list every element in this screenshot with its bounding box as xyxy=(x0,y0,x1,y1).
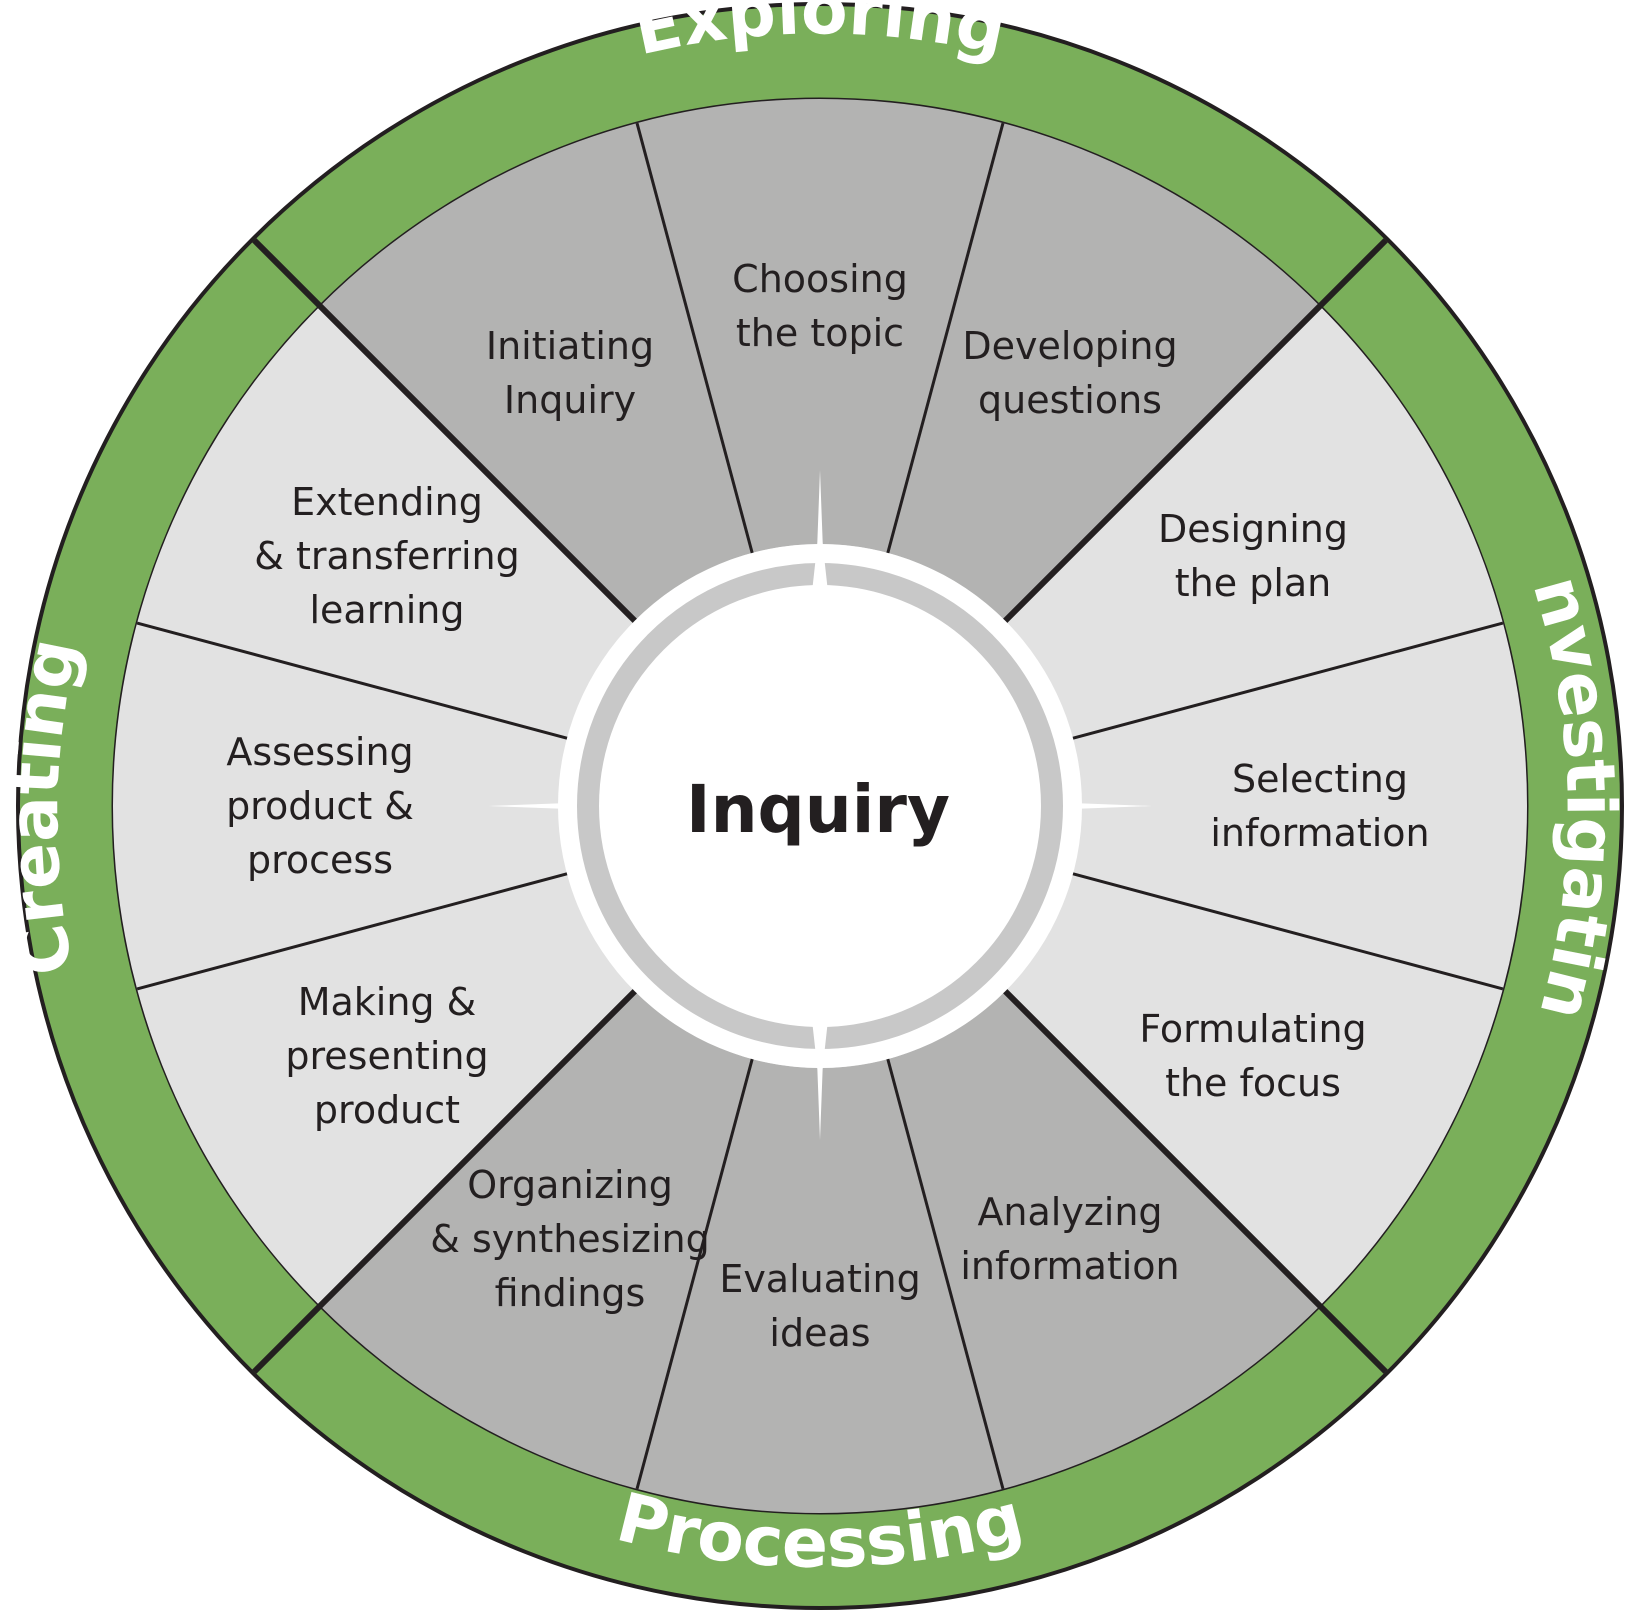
segment-label-line: the plan xyxy=(1175,561,1332,605)
segment-developing-questions xyxy=(887,123,1320,621)
segment-label-line: Extending xyxy=(291,480,483,524)
segment-divider-line xyxy=(878,1029,1005,1490)
segment-label-line: Inquiry xyxy=(504,378,636,422)
segment-label-line: Initiating xyxy=(486,324,654,368)
phase-divider-line xyxy=(981,238,1388,645)
segment-label-line: Choosing xyxy=(732,257,908,301)
compass-point-south xyxy=(810,992,830,1092)
segment-divider-line xyxy=(635,122,762,583)
segment-label-line: ideas xyxy=(769,1311,870,1355)
hub-center xyxy=(612,598,1028,1014)
segment-label-designing-the-plan: Designing the plan xyxy=(1158,507,1348,605)
segment-label-evaluating-ideas: Evaluating ideas xyxy=(719,1257,920,1355)
segment-label-formulating-the-focus: Formulating the focus xyxy=(1139,1007,1366,1105)
segment-label-making-presenting: Making & presenting product xyxy=(285,980,488,1132)
dividers-layer xyxy=(136,122,1504,1490)
phase-dividers-layer xyxy=(252,238,1388,1374)
segment-label-line: presenting xyxy=(285,1034,488,1078)
segment-label-assessing-product: Assessing product & process xyxy=(226,730,414,882)
segment-label-line: Designing xyxy=(1158,507,1348,551)
segment-label-organizing-synthesizing: Organizing & synthesizing findings xyxy=(430,1163,710,1315)
segment-label-line: process xyxy=(247,838,393,882)
segment-labels-layer: Choosing the topic Developing questionsDesi… xyxy=(226,257,1430,1355)
segment-label-selecting-information: Selecting information xyxy=(1210,757,1429,855)
segment-divider-line xyxy=(1043,864,1504,991)
phase-divider-line xyxy=(981,967,1388,1374)
segment-divider-line xyxy=(878,122,1005,583)
segment-label-line: & transferring xyxy=(254,534,520,578)
segment-label-line: product & xyxy=(226,784,414,828)
segment-label-line: Selecting xyxy=(1232,757,1408,801)
segment-making-presenting xyxy=(137,873,635,1306)
segment-divider-line xyxy=(1043,621,1504,748)
segment-analyzing-information xyxy=(887,991,1320,1489)
phase-divider-line xyxy=(252,238,659,645)
segment-formulating-the-focus xyxy=(1005,873,1503,1306)
segment-label-line: product xyxy=(314,1088,460,1132)
segment-divider-line xyxy=(635,1029,762,1490)
segment-initiating-inquiry xyxy=(320,123,753,621)
phase-divider-line xyxy=(252,967,659,1374)
segment-evaluating-ideas xyxy=(637,1059,1003,1513)
segment-choosing-the-topic xyxy=(637,98,1003,553)
segment-label-developing-questions: Developing questions xyxy=(962,324,1177,422)
segment-label-line: Developing xyxy=(962,324,1177,368)
segment-label-line: the focus xyxy=(1165,1061,1341,1105)
segment-label-line: Assessing xyxy=(226,730,413,774)
segment-designing-the-plan xyxy=(1005,306,1503,739)
center-title: Inquiry xyxy=(686,771,950,848)
segment-label-line: the topic xyxy=(736,311,904,355)
segment-label-analyzing-information: Analyzing information xyxy=(960,1190,1179,1288)
segments-layer xyxy=(112,98,1527,1513)
compass-point-north xyxy=(810,520,830,620)
segment-label-line: Making & xyxy=(298,980,477,1024)
segment-selecting-information xyxy=(1073,623,1527,989)
segment-label-line: Organizing xyxy=(467,1163,673,1207)
segment-label-line: information xyxy=(1210,811,1429,855)
segment-label-line: Formulating xyxy=(1139,1007,1366,1051)
segment-label-choosing-the-topic: Choosing the topic xyxy=(732,257,908,355)
segment-divider-line xyxy=(136,864,597,991)
segment-organizing-synthesizing xyxy=(320,991,753,1489)
segment-label-line: Analyzing xyxy=(977,1190,1162,1234)
segment-extending-transferring xyxy=(137,306,635,739)
segment-label-line: findings xyxy=(495,1271,646,1315)
segment-label-line: Evaluating xyxy=(719,1257,920,1301)
segment-assessing-product xyxy=(112,623,567,989)
segment-label-line: questions xyxy=(978,378,1162,422)
segment-divider-line xyxy=(136,621,597,748)
segment-label-extending-transferring: Extending & transferring learning xyxy=(254,480,520,632)
segment-label-line: learning xyxy=(309,588,464,632)
segment-label-line: information xyxy=(960,1244,1179,1288)
segment-label-line: & synthesizing xyxy=(430,1217,710,1261)
